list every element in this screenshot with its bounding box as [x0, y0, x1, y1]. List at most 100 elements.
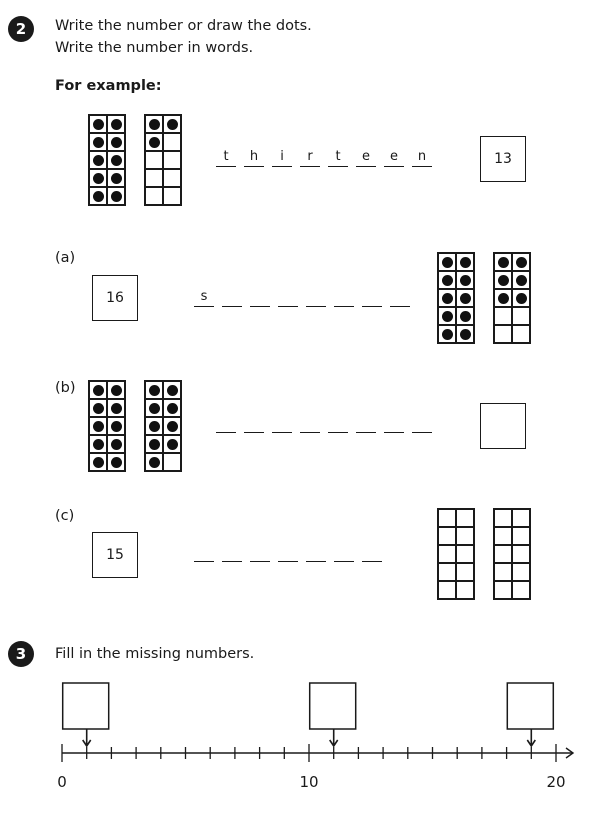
- frame-cell[interactable]: [494, 563, 512, 581]
- counter-dot: [107, 399, 125, 417]
- counter-dot: [89, 151, 107, 169]
- tick-label: 10: [299, 773, 318, 791]
- counter-dot: [107, 417, 125, 435]
- counter-dot: [107, 435, 125, 453]
- letter-blank[interactable]: [278, 545, 298, 562]
- frame-cell[interactable]: [456, 581, 474, 599]
- letter-blank[interactable]: [390, 290, 410, 307]
- word-blanks[interactable]: [216, 416, 432, 433]
- frame-cell[interactable]: [494, 581, 512, 599]
- counter-dot: [512, 253, 530, 271]
- frame-cell[interactable]: [512, 545, 530, 563]
- letter-blank[interactable]: [216, 416, 236, 433]
- letter-blank[interactable]: [356, 416, 376, 433]
- frame-cell[interactable]: [438, 545, 456, 563]
- letter-blank[interactable]: [362, 290, 382, 307]
- letter-blank[interactable]: [328, 416, 348, 433]
- counter-dot: [163, 381, 181, 399]
- counter-dot: [456, 271, 474, 289]
- ten-frame: [437, 252, 475, 344]
- number-box: 13: [480, 136, 526, 182]
- frame-cell[interactable]: [494, 527, 512, 545]
- frame-cell[interactable]: [456, 527, 474, 545]
- frame-cell: [145, 169, 163, 187]
- letter-blank[interactable]: [300, 416, 320, 433]
- word-blanks[interactable]: [194, 545, 382, 562]
- counter-dot: [438, 253, 456, 271]
- counter-dot: [89, 133, 107, 151]
- letter-blank: t: [328, 150, 348, 167]
- frame-cell: [163, 453, 181, 471]
- frame-cell: [163, 133, 181, 151]
- number-box: 16: [92, 275, 138, 321]
- letter-blank[interactable]: [222, 545, 242, 562]
- frame-cell[interactable]: [456, 509, 474, 527]
- letter-blank[interactable]: [334, 290, 354, 307]
- frame-cell[interactable]: [438, 509, 456, 527]
- frame-cell: [145, 187, 163, 205]
- letter-blank: e: [384, 150, 404, 167]
- letter-blank[interactable]: [272, 416, 292, 433]
- counter-dot: [89, 453, 107, 471]
- example-label: For example:: [55, 78, 162, 94]
- counter-dot: [107, 133, 125, 151]
- counter-dot: [438, 325, 456, 343]
- answer-box[interactable]: [61, 682, 110, 730]
- letter-blank[interactable]: [412, 416, 432, 433]
- letter-blank[interactable]: [222, 290, 242, 307]
- answer-box[interactable]: [308, 682, 357, 730]
- letter-blank[interactable]: [306, 290, 326, 307]
- counter-dot: [89, 381, 107, 399]
- frame-cell[interactable]: [438, 527, 456, 545]
- letter-blank[interactable]: [244, 416, 264, 433]
- frame-cell[interactable]: [456, 563, 474, 581]
- frame-cell[interactable]: [438, 563, 456, 581]
- letter-blank[interactable]: [250, 545, 270, 562]
- letter-blank[interactable]: [250, 290, 270, 307]
- counter-dot: [89, 435, 107, 453]
- frame-cell[interactable]: [494, 545, 512, 563]
- counter-dot: [145, 133, 163, 151]
- frame-cell: [494, 307, 512, 325]
- ten-frame: [144, 380, 182, 472]
- counter-dot: [456, 289, 474, 307]
- frame-cell[interactable]: [438, 581, 456, 599]
- counter-dot: [107, 151, 125, 169]
- frame-cell: [163, 151, 181, 169]
- counter-dot: [456, 253, 474, 271]
- letter-blank[interactable]: [278, 290, 298, 307]
- letter-blank[interactable]: [194, 545, 214, 562]
- down-arrow-icon: [329, 739, 339, 748]
- frame-cell[interactable]: [512, 581, 530, 599]
- counter-dot: [163, 435, 181, 453]
- question-3-badge: 3: [8, 641, 34, 667]
- counter-dot: [512, 271, 530, 289]
- counter-dot: [438, 271, 456, 289]
- counter-dot: [107, 169, 125, 187]
- frame-cell[interactable]: [512, 509, 530, 527]
- frame-cell[interactable]: [494, 509, 512, 527]
- letter-blank[interactable]: [306, 545, 326, 562]
- frame-cell[interactable]: [512, 527, 530, 545]
- counter-dot: [145, 435, 163, 453]
- ten-frame[interactable]: [437, 508, 475, 600]
- word-blanks[interactable]: s: [194, 290, 410, 307]
- counter-dot: [89, 169, 107, 187]
- letter-blank[interactable]: [362, 545, 382, 562]
- frame-cell[interactable]: [512, 563, 530, 581]
- down-arrow-icon: [526, 739, 536, 748]
- answer-box[interactable]: [506, 682, 555, 730]
- answer-box[interactable]: [480, 403, 526, 449]
- counter-dot: [163, 115, 181, 133]
- letter-blank[interactable]: [384, 416, 404, 433]
- frame-cell[interactable]: [456, 545, 474, 563]
- ten-frame[interactable]: [493, 508, 531, 600]
- question-2-badge: 2: [8, 16, 34, 42]
- down-arrow-icon: [82, 739, 92, 748]
- part-c-label: (c): [55, 508, 75, 524]
- letter-blank[interactable]: [334, 545, 354, 562]
- letter-blank[interactable]: s: [194, 290, 214, 307]
- counter-dot: [438, 307, 456, 325]
